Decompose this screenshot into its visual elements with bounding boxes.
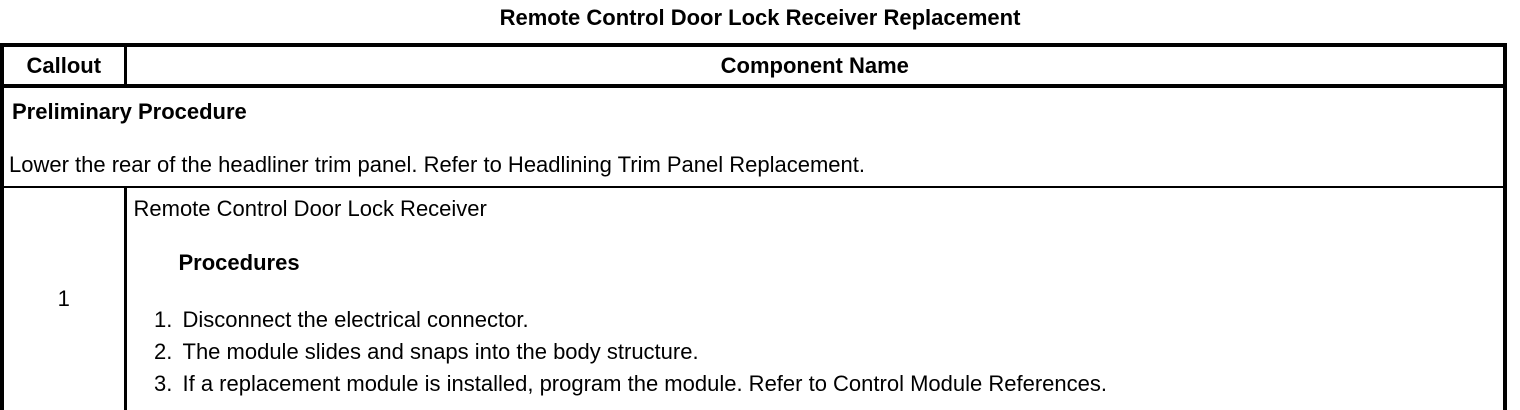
preliminary-procedure-heading: Preliminary Procedure <box>12 99 247 124</box>
procedure-step: Disconnect the electrical connector. <box>179 304 1496 336</box>
component-cell: Remote Control Door Lock Receiver Proced… <box>125 187 1505 410</box>
header-row: Callout Component Name <box>2 45 1505 88</box>
procedure-step: If a replacement module is installed, pr… <box>179 368 1496 400</box>
preliminary-procedure-text: Lower the rear of the headliner trim pan… <box>9 152 866 177</box>
callout-column-header: Callout <box>2 45 127 88</box>
procedures-heading: Procedures <box>178 250 300 275</box>
component-name-column-header: Component Name <box>125 45 1505 88</box>
page-title: Remote Control Door Lock Receiver Replac… <box>499 5 1021 30</box>
procedure-step: The module slides and snaps into the bod… <box>179 336 1496 368</box>
preliminary-procedure-row: Preliminary Procedure Lower the rear of … <box>2 86 1505 188</box>
component-name-text: Remote Control Door Lock Receiver <box>133 196 487 221</box>
callout-number: 1 <box>2 187 127 410</box>
callout-row: 1 Remote Control Door Lock Receiver Proc… <box>2 187 1505 410</box>
procedure-steps-list: Disconnect the electrical connector. The… <box>134 304 1496 400</box>
component-table: Callout Component Name Preliminary Proce… <box>0 43 1507 410</box>
preliminary-procedure-cell: Preliminary Procedure Lower the rear of … <box>2 86 1505 188</box>
